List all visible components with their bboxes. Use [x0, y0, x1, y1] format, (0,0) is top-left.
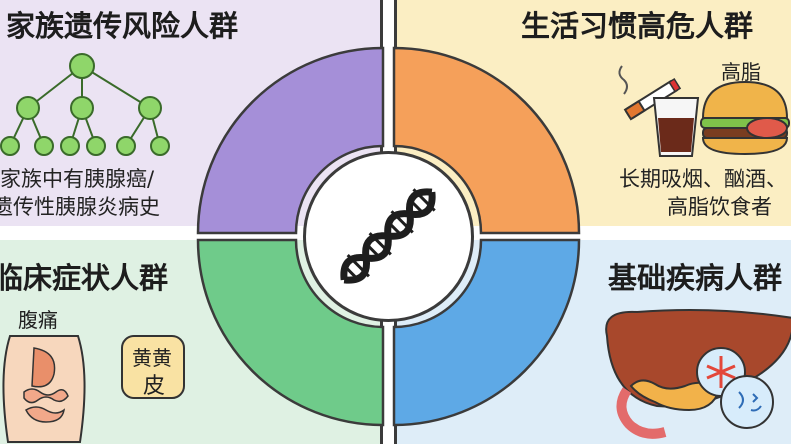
ring-segment-lifestyle	[392, 46, 581, 235]
family-risk-desc-1: 家族中有胰腺癌/	[0, 167, 155, 191]
family-tree-icon	[0, 53, 170, 156]
lifestyle-risk-desc-2: 高脂饮食者	[667, 195, 772, 219]
label-jaundice: 黄黄	[132, 346, 172, 370]
label-high-fat: 高脂	[721, 60, 761, 84]
underlying-disease-title: 基础疾病人群	[608, 261, 783, 295]
jaundice-tile-icon	[121, 335, 185, 399]
microscope-cell-icon	[696, 347, 774, 429]
lifestyle-risk-desc-1: 长期吸烟、酗酒、	[619, 167, 787, 191]
drink-glass-icon	[652, 97, 700, 157]
burger-icon	[700, 80, 790, 156]
dna-helix-icon	[340, 188, 436, 284]
lifestyle-risk-title: 生活习惯高危人群	[521, 9, 754, 43]
ring-segment-family	[196, 46, 385, 235]
clinical-symptoms-title: 临床症状人群	[0, 261, 169, 295]
ring-segment-disease	[392, 238, 581, 427]
ring-segment-clinical	[196, 238, 385, 427]
jaundice-char: 皮	[143, 374, 166, 399]
family-risk-title: 家族遗传风险人群	[6, 9, 239, 43]
label-abdominal-pain: 腹痛	[18, 308, 58, 332]
family-risk-desc-2: 遗传性胰腺炎病史	[0, 195, 160, 219]
abdomen-organs-icon	[2, 335, 86, 443]
